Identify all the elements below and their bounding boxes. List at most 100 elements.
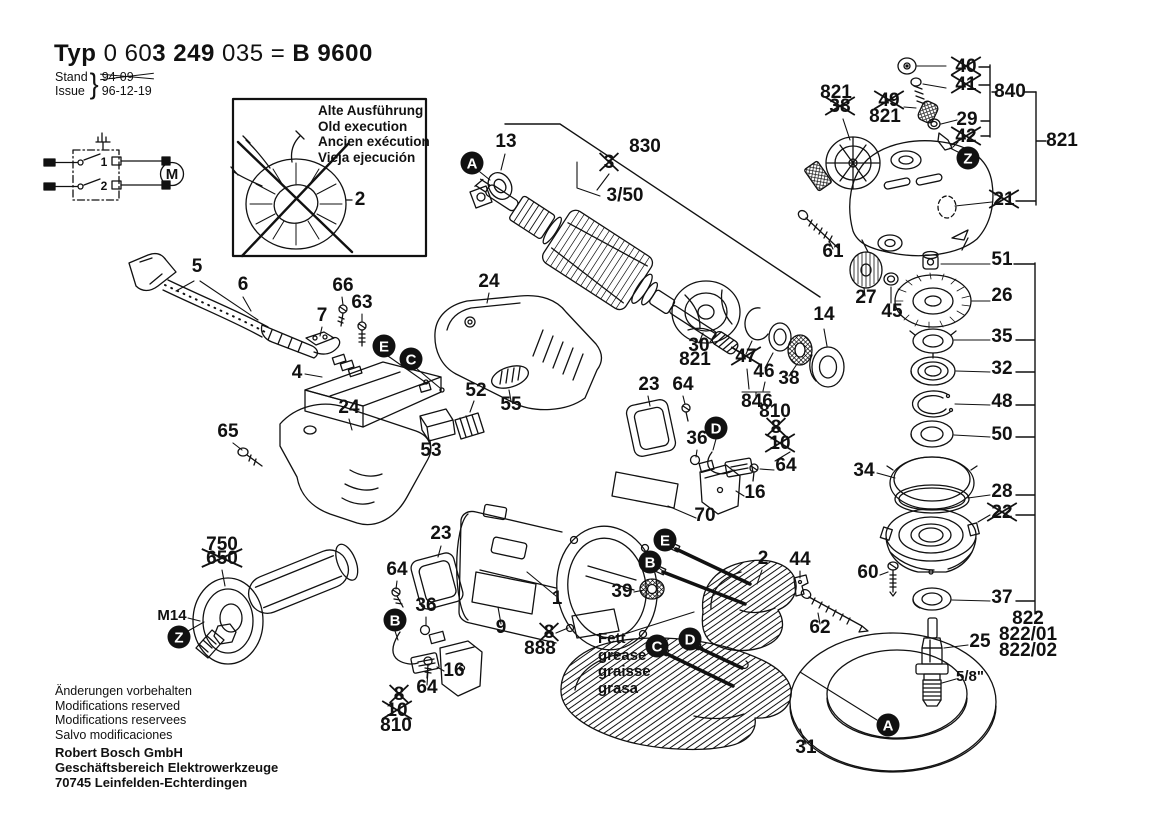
part-label-65: 65 — [217, 421, 239, 442]
part-label-821: 821 — [869, 106, 901, 127]
switch-slider-parts — [419, 365, 529, 442]
part-label-13: 13 — [495, 131, 516, 152]
svg-text:822: 822 — [1012, 608, 1044, 629]
svg-text:36: 36 — [686, 428, 707, 449]
svg-text:60: 60 — [857, 562, 878, 583]
deleted-cross-line — [988, 189, 1020, 209]
variant-marker-C: C — [645, 634, 669, 658]
svg-text:A: A — [467, 156, 478, 173]
deleted-cross-line — [388, 684, 410, 704]
part-label-39: 39 — [611, 581, 632, 602]
svg-text:23: 23 — [638, 374, 659, 395]
svg-text:30: 30 — [688, 335, 709, 356]
deleted-cross-line — [950, 56, 982, 76]
spindle-lock-parts — [897, 57, 953, 151]
part-label-51: 51 — [991, 249, 1013, 270]
part-label-82202: 822/02 — [999, 640, 1057, 661]
issue-label: Issue — [55, 84, 85, 98]
part-label-46: 46 — [753, 361, 774, 382]
svg-text:28: 28 — [991, 481, 1012, 502]
screw-61 — [797, 209, 840, 250]
deleted-cross-line — [824, 96, 856, 116]
svg-text:1: 1 — [101, 155, 108, 169]
part-label-840: 840 — [994, 81, 1026, 102]
svg-text:2: 2 — [355, 189, 366, 210]
svg-text:2: 2 — [758, 548, 769, 569]
part-label-4: 4 — [292, 362, 303, 383]
issue-value: 96-12-19 — [101, 84, 152, 98]
deleted-cross-line — [764, 433, 796, 453]
stator-winding-ticks — [249, 162, 343, 246]
deleted-cross-line — [598, 152, 620, 172]
part-label-2: 2 — [758, 548, 769, 569]
part-label-45: 45 — [881, 301, 903, 322]
part-label-8: 8 — [388, 684, 410, 705]
handle-lower-cover — [237, 403, 432, 526]
part-label-23: 23 — [638, 374, 659, 395]
svg-text:3/50: 3/50 — [607, 185, 644, 206]
part-label-64: 64 — [775, 455, 797, 476]
deleted-cross-line — [765, 417, 787, 437]
bracket-lines — [504, 64, 1047, 614]
type-title-segment: 3 249 — [152, 40, 215, 67]
retaining-ring-48 — [911, 390, 954, 418]
deleted-cross — [236, 140, 354, 258]
screw-62 — [800, 588, 869, 633]
svg-text:66: 66 — [332, 275, 353, 296]
deleted-cross-line — [950, 74, 982, 94]
variant-marker-B: B — [638, 550, 662, 574]
svg-text:64: 64 — [416, 677, 438, 698]
bearing-39 — [639, 578, 665, 600]
note-line: Modifications reserved — [55, 698, 181, 713]
note-line: Salvo modificaciones — [55, 727, 173, 742]
svg-text:23: 23 — [430, 523, 451, 544]
svg-text:65: 65 — [217, 421, 239, 442]
svg-text:16: 16 — [744, 482, 765, 503]
svg-text:810: 810 — [380, 715, 412, 736]
part-label-28: 28 — [991, 481, 1012, 502]
part-51 — [922, 250, 939, 270]
part-label-5: 5 — [192, 256, 203, 277]
part-label-70: 70 — [694, 505, 715, 526]
svg-text:821: 821 — [1046, 130, 1078, 151]
part-label-822: 822 — [1012, 608, 1044, 629]
part-label-810: 810 — [380, 715, 412, 736]
variant-marker-B: B — [383, 608, 407, 632]
svg-text:48: 48 — [991, 391, 1012, 412]
svg-text:31: 31 — [795, 737, 817, 758]
svg-text:37: 37 — [991, 587, 1012, 608]
part-label-55: 55 — [500, 394, 522, 415]
fan-30 — [671, 280, 741, 344]
svg-text:Z: Z — [963, 151, 972, 168]
deleted-cross-line — [381, 700, 413, 720]
seal-37 — [912, 587, 952, 611]
svg-text:32: 32 — [991, 358, 1012, 379]
wheel-821 — [804, 136, 881, 192]
svg-text:4: 4 — [292, 362, 303, 383]
part-label-24: 24 — [338, 397, 360, 418]
switch-small-parts — [305, 304, 367, 378]
wiring-schematic — [43, 132, 185, 201]
part-label-63: 63 — [351, 292, 372, 313]
part-label-3: 3 — [598, 152, 620, 173]
part-label-1: 1 — [552, 588, 563, 609]
svg-text:38: 38 — [778, 368, 799, 389]
part-label-32: 32 — [991, 358, 1012, 379]
svg-text:5/8": 5/8" — [956, 668, 984, 685]
part-label-10: 10 — [764, 433, 796, 454]
svg-text:E: E — [660, 533, 670, 550]
screw-60 — [887, 561, 899, 597]
svg-text:50: 50 — [991, 424, 1012, 445]
svg-text:55: 55 — [500, 394, 522, 415]
grease-line: graisse — [598, 663, 651, 680]
svg-text:27: 27 — [855, 287, 876, 308]
part-label-7: 7 — [317, 305, 328, 326]
svg-text:822/02: 822/02 — [999, 640, 1057, 661]
svg-text:16: 16 — [443, 660, 464, 681]
type-title-segment: 0 60 — [103, 40, 153, 67]
part-label-36: 36 — [686, 428, 707, 449]
